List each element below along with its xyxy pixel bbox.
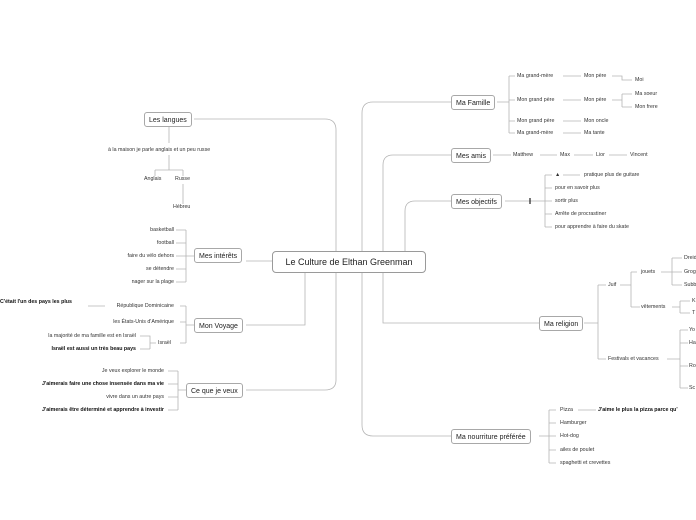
ami-item: Lior [596, 152, 605, 158]
voyage-rd-note: C'était l'un des pays les plus [0, 299, 72, 305]
central-topic[interactable]: Le Culture de Elthan Greenman [272, 251, 426, 273]
topic-mon-voyage[interactable]: Mon Voyage [194, 318, 243, 333]
interet-item: football [156, 240, 174, 246]
religion-juif: Juif [608, 282, 617, 288]
interet-item: se détendre [146, 266, 174, 272]
topic-mes-interets[interactable]: Mes intérêts [194, 248, 243, 263]
famille-frere: Mon frere [635, 104, 658, 110]
langue-anglais: Anglais [144, 176, 162, 182]
veux-item: Je veux explorer le monde [101, 368, 164, 374]
veux-item: vivre dans un autre pays [106, 394, 164, 400]
festival-item: Ha [689, 340, 696, 346]
objectif-item: pour apprendre à faire du skate [555, 224, 629, 230]
famille-oncle: Mon oncle [584, 118, 609, 124]
voyage-republique-dominicaine: République Dominicaine [116, 303, 174, 309]
voyage-etats-unis: les États-Unis d'Amérique [113, 319, 174, 325]
festival-item: Sc [689, 385, 696, 391]
festival-item: Yo [689, 327, 695, 333]
jouet-item: Grog [684, 269, 696, 275]
israel-famille: la majorité de ma famille est en Israël [48, 333, 136, 339]
famille-grand-pere-1: Mon grand père [517, 97, 555, 103]
israel-beau-pays: Israël est aussi un très beau pays [51, 346, 137, 352]
objectif-item: pour en savoir plus [555, 185, 600, 191]
langue-russe: Russe [175, 176, 191, 182]
famille-grand-pere-2: Mon grand père [517, 118, 555, 124]
voyage-israel: Israël [158, 340, 171, 346]
nourriture-item: ailes de poulet [560, 447, 595, 453]
interet-item: faire du vélo dehors [127, 253, 174, 259]
festival-item: Ro [689, 363, 696, 369]
objectif-item: pratique plus de guitare [584, 172, 640, 178]
religion-festivals: Festivals et vacances [608, 356, 659, 362]
famille-grand-mere-1: Ma grand-mère [517, 73, 554, 79]
objectif-item: sortir plus [555, 198, 578, 204]
jouet-item: Dreid [684, 255, 696, 261]
famille-moi: Moi [635, 77, 644, 83]
nourriture-item: spaghetti et crevettes [560, 460, 611, 466]
ami-item: Matthew [513, 152, 534, 158]
religion-jouets: jouets [641, 269, 656, 275]
nourriture-item: Hot-dog [560, 433, 579, 439]
topic-les-langues[interactable]: Les langues [144, 112, 192, 127]
nourriture-item: Pizza [560, 407, 573, 413]
topic-ce-que-je-veux[interactable]: Ce que je veux [186, 383, 243, 398]
topic-mes-objectifs[interactable]: Mes objectifs [451, 194, 502, 209]
warning-icon: ▲ [555, 172, 561, 178]
objectif-item: Arrête de procrastiner [555, 211, 607, 217]
famille-pere-2: Mon père [584, 97, 607, 103]
topic-ma-famille[interactable]: Ma Famille [451, 95, 496, 110]
topic-mes-amis[interactable]: Mes amis [451, 148, 491, 163]
ami-item: Max [560, 152, 571, 158]
jouet-item: Subb [684, 282, 696, 288]
nourriture-item: Hamburger [560, 420, 587, 426]
religion-vetements: vêtements [641, 304, 666, 310]
famille-soeur: Ma soeur [635, 91, 658, 97]
langue-hebreu: Hébreu [173, 204, 191, 210]
famille-pere-1: Mon père [584, 73, 607, 79]
topic-ma-nourriture-preferee[interactable]: Ma nourriture préférée [451, 429, 531, 444]
interet-item: basketball [150, 227, 174, 233]
topic-ma-religion[interactable]: Ma religion [539, 316, 584, 331]
ami-item: Vincent [630, 152, 648, 158]
langues-home: à la maison je parle anglais et un peu r… [108, 147, 211, 153]
veux-item: J'aimerais être déterminé et apprendre à… [42, 407, 164, 413]
interet-item: nager sur la plage [131, 279, 174, 285]
vetement-item: T [692, 310, 696, 316]
vetement-item: K [692, 298, 696, 304]
pizza-note: J'aime le plus la pizza parce qu' [598, 407, 678, 413]
famille-tante: Ma tante [584, 130, 605, 136]
veux-item: J'aimerais faire une chose insensée dans… [42, 381, 164, 387]
famille-grand-mere-2: Ma grand-mère [517, 130, 554, 136]
